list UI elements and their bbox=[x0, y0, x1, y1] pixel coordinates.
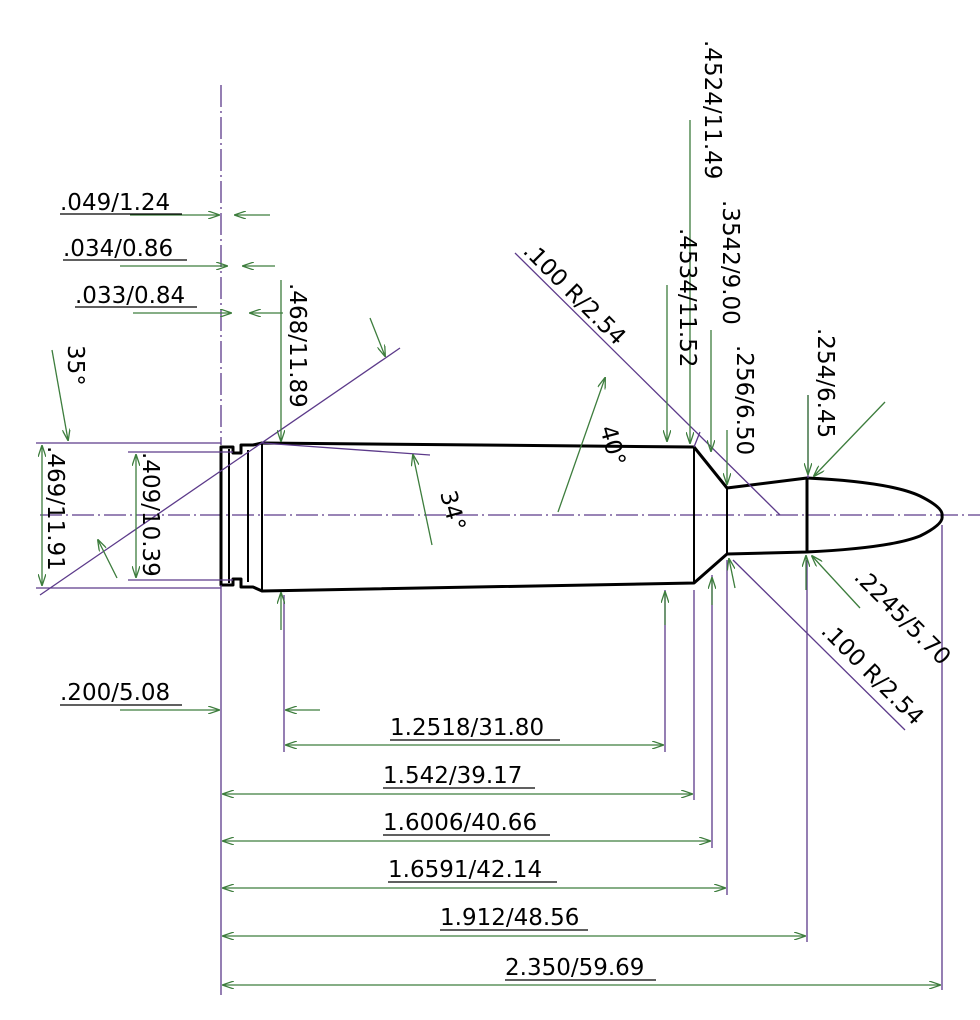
bullet-outline bbox=[806, 476, 944, 554]
lead-body-angle-a bbox=[413, 455, 433, 546]
neck-dimension-leaders bbox=[665, 120, 906, 731]
label-case-length: 1.912/48.56 bbox=[440, 905, 579, 931]
label-shoulder-mid-length: 1.6006/40.66 bbox=[383, 810, 537, 836]
label-rim-diameter: .469/11.91 bbox=[42, 446, 68, 571]
lead-shoulder-angle-a bbox=[557, 378, 605, 513]
dimension-labels: .049/1.24 .034/0.86 .033/0.84 .200/5.08 … bbox=[42, 40, 955, 981]
lead-radius-bottom bbox=[732, 559, 906, 731]
label-neck-diameter: .256/6.50 bbox=[731, 345, 757, 455]
ext-body-top bbox=[261, 442, 431, 456]
label-overall-length: 2.350/59.69 bbox=[505, 955, 644, 981]
lead-bullet-diameter bbox=[814, 401, 886, 476]
label-body-length: 1.2518/31.80 bbox=[390, 715, 544, 741]
case-body-outline bbox=[219, 441, 809, 593]
ext-radius-top bbox=[693, 431, 701, 448]
extension-lines bbox=[36, 252, 943, 995]
label-shoulder-diameter-a: .4524/11.49 bbox=[699, 40, 725, 179]
lead-neck-diameter-low bbox=[729, 559, 736, 589]
ext-shoulder-angle bbox=[514, 252, 781, 516]
case-outline bbox=[219, 441, 809, 593]
lead-groove-angle-top bbox=[51, 349, 68, 440]
rim-dimension-leaders bbox=[42, 215, 283, 630]
ext-groove-angle bbox=[39, 347, 401, 596]
label-base-diameter: .468/11.89 bbox=[284, 283, 310, 408]
label-shoulder-angle: 40° bbox=[594, 423, 630, 469]
lead-extension-angle bbox=[369, 317, 385, 356]
label-shoulder-start-length: 1.542/39.17 bbox=[383, 763, 522, 789]
label-groove-offset: .033/0.84 bbox=[75, 283, 185, 309]
label-groove-width: .034/0.86 bbox=[63, 236, 173, 262]
label-shoulder-radius-top: .100 R/2.54 bbox=[518, 238, 631, 351]
lead-groove-angle-bottom bbox=[98, 540, 118, 579]
lead-bullet-diameter-low bbox=[812, 556, 861, 609]
length-dimension-lines bbox=[120, 710, 940, 985]
label-body-taper-angle: 34° bbox=[434, 488, 470, 534]
label-shoulder-diameter-b: .4534/11.52 bbox=[674, 228, 700, 367]
label-case-mouth-diameter: .254/6.45 bbox=[812, 328, 838, 438]
label-neck-start-length: 1.6591/42.14 bbox=[388, 857, 542, 883]
label-groove-angle: 35° bbox=[62, 345, 88, 386]
label-neck-junction-diameter: .3542/9.00 bbox=[717, 200, 743, 325]
label-groove-diameter: .409/10.39 bbox=[137, 452, 163, 577]
angle-leaders bbox=[51, 317, 605, 579]
label-rim-thickness: .049/1.24 bbox=[60, 190, 170, 216]
label-head-offset: .200/5.08 bbox=[60, 680, 170, 706]
